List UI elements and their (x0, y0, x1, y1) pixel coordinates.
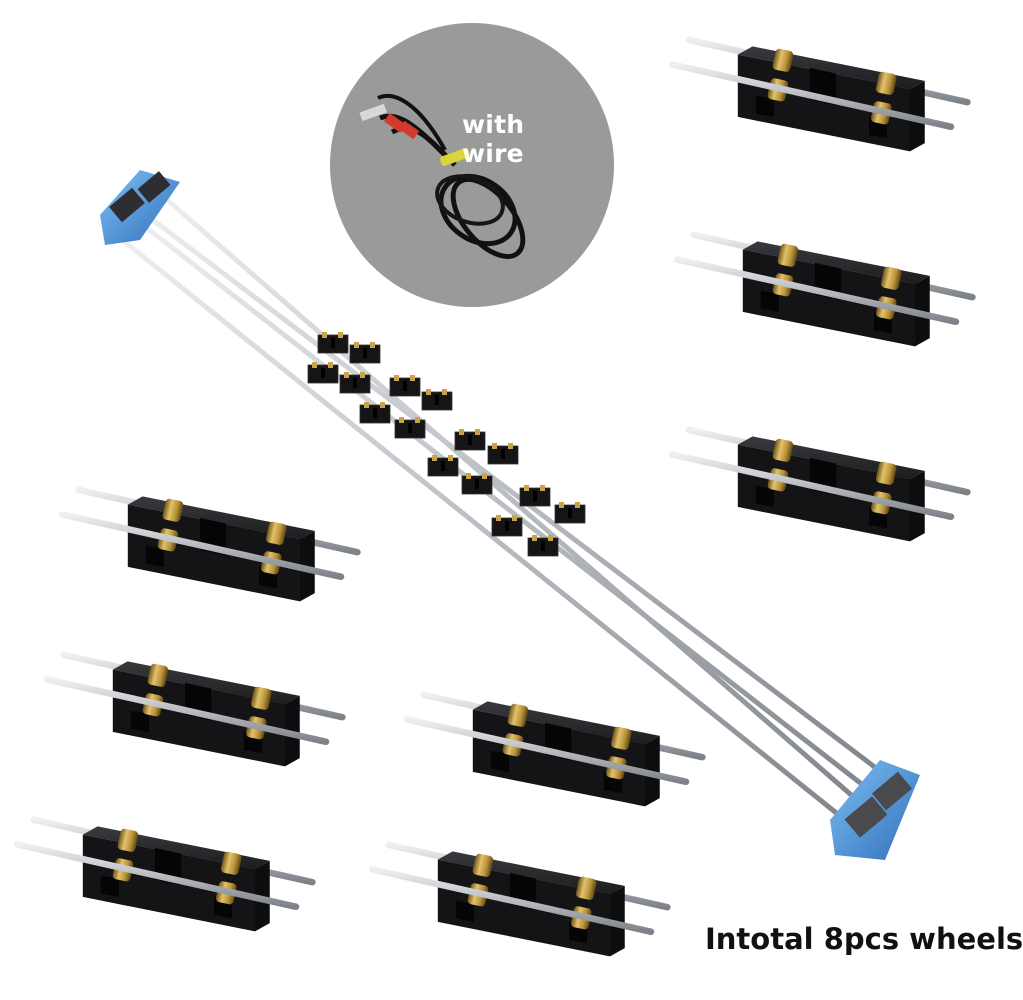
wheel-block (677, 235, 972, 347)
wheel-block (372, 845, 667, 957)
rail-assembly (100, 170, 920, 860)
wheel-block (407, 695, 702, 807)
wheel-count-caption: Intotal 8pcs wheels (705, 922, 1023, 956)
wheel-block (47, 655, 342, 767)
wire-callout (330, 23, 614, 307)
callout-circle (330, 23, 614, 307)
wheel-block (17, 820, 312, 932)
wheel-block (62, 490, 357, 602)
end-cap-top (100, 170, 180, 245)
end-cap-bottom (830, 760, 920, 860)
product-photo (0, 23, 1000, 1000)
wheel-block (672, 430, 967, 542)
wheel-block (672, 40, 967, 152)
cable-image (359, 94, 526, 259)
